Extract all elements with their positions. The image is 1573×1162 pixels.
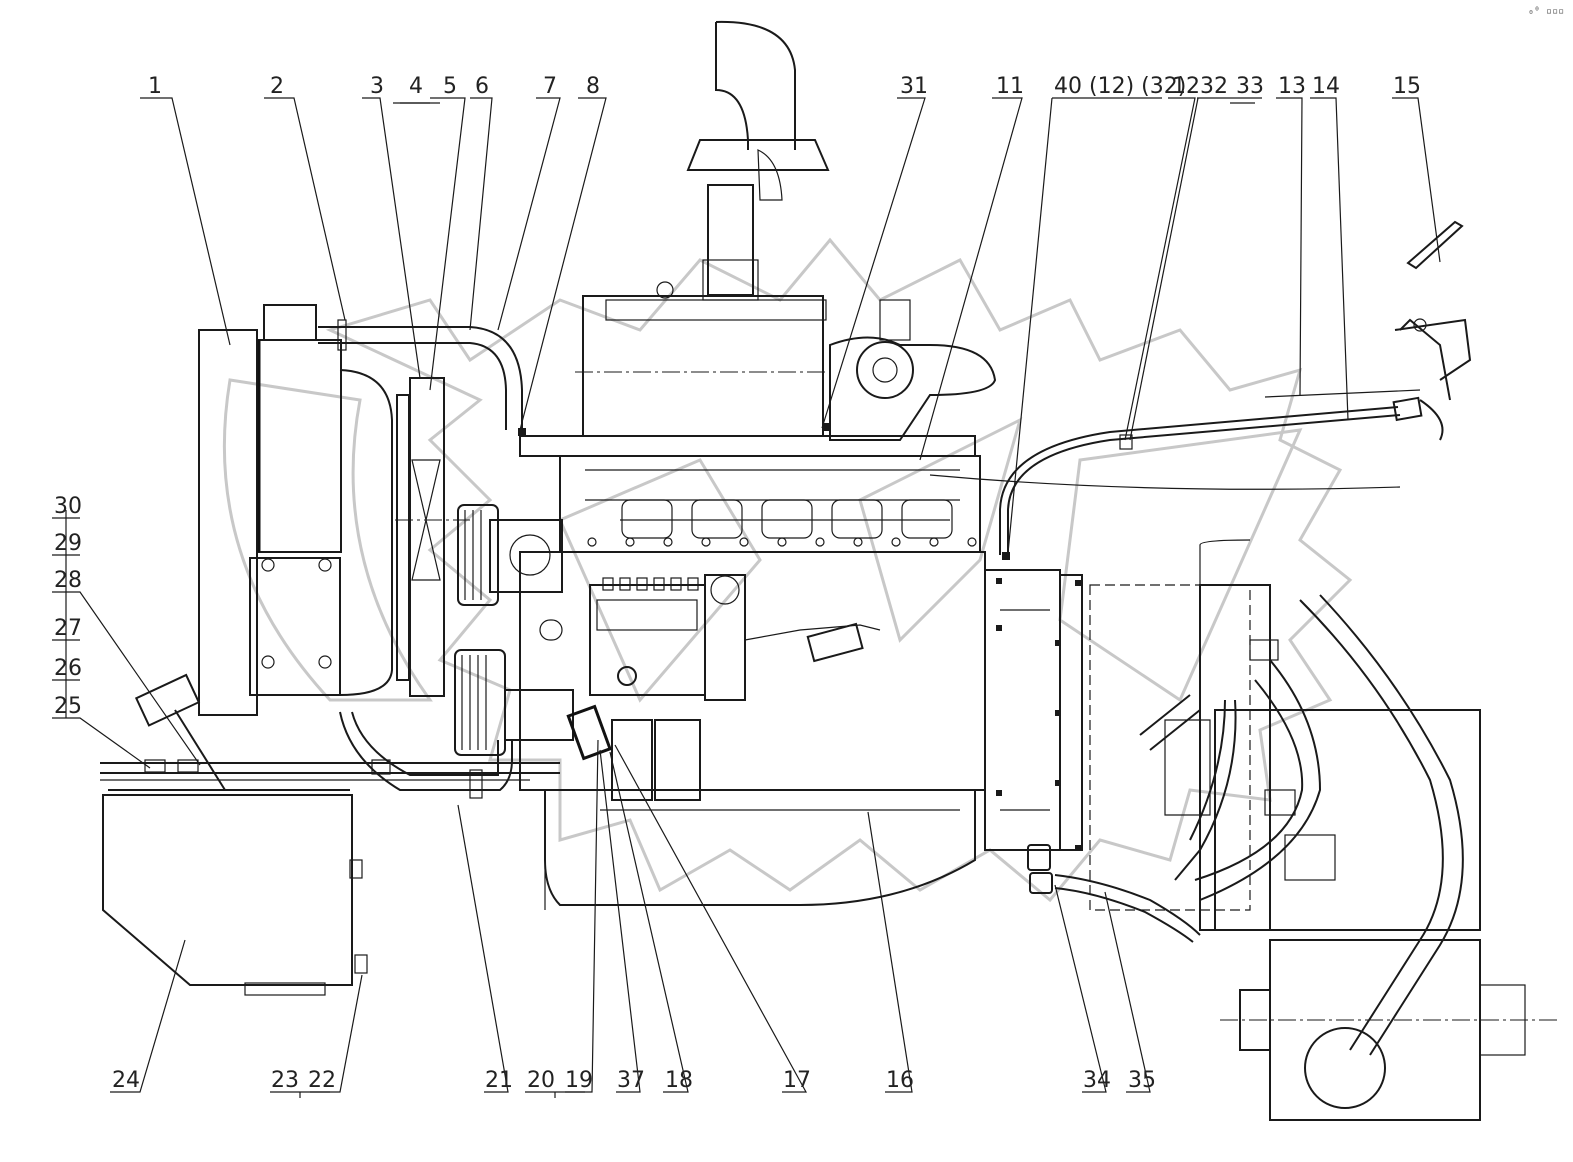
callout-17: 17 bbox=[783, 1068, 811, 1093]
pipe-clamp bbox=[337, 319, 347, 351]
callout-21: 21 bbox=[485, 1068, 513, 1093]
callout-31: 31 bbox=[900, 74, 928, 99]
callout-8: 8 bbox=[586, 74, 600, 99]
upper-water-pipe bbox=[318, 326, 523, 430]
leader-lines bbox=[52, 97, 1441, 1098]
callout-15: 15 bbox=[1393, 74, 1421, 99]
callout-28: 28 bbox=[54, 568, 82, 593]
bolt bbox=[518, 428, 526, 436]
bolt bbox=[1002, 552, 1010, 560]
callout-20: 20 bbox=[527, 1068, 555, 1093]
turbocharger bbox=[829, 299, 997, 441]
callout-26: 26 bbox=[54, 656, 82, 681]
callout-13: 13 bbox=[1278, 74, 1306, 99]
callout-35: 35 bbox=[1128, 1068, 1156, 1093]
fuel-filters bbox=[566, 704, 701, 801]
fuel-tank bbox=[102, 673, 391, 996]
callout-2: 2 bbox=[270, 74, 284, 99]
callout-6: 6 bbox=[475, 74, 489, 99]
callout-40-12-32: 40 (12) (32) bbox=[1054, 74, 1186, 99]
callout-29: 29 bbox=[54, 531, 82, 556]
crank-pulleys bbox=[454, 504, 574, 756]
bolt bbox=[822, 423, 830, 431]
callout-34: 34 bbox=[1083, 1068, 1111, 1093]
callout-labels: 1 2 3 4 5 6 7 8 31 11 40 (12) (32) 12 32… bbox=[54, 74, 1421, 1093]
callout-5: 5 bbox=[443, 74, 457, 99]
corner-mark: ₀⁰ ▫▫▫ bbox=[1528, 6, 1564, 17]
callout-19: 19 bbox=[565, 1068, 593, 1093]
air-cleaner bbox=[575, 281, 830, 437]
callout-25: 25 bbox=[54, 694, 82, 719]
injection-pump bbox=[539, 574, 881, 701]
cylinder-head bbox=[519, 435, 981, 553]
shift-cables bbox=[1139, 594, 1464, 1056]
flywheel-housing bbox=[984, 569, 1083, 851]
air-intake-stack bbox=[686, 20, 830, 301]
callout-30: 30 bbox=[54, 494, 82, 519]
callout-14: 14 bbox=[1312, 74, 1340, 99]
frame-rails bbox=[100, 762, 560, 781]
callout-7: 7 bbox=[543, 74, 557, 99]
callout-32: 32 bbox=[1200, 74, 1228, 99]
callout-37: 37 bbox=[617, 1068, 645, 1093]
callout-33: 33 bbox=[1236, 74, 1264, 99]
callout-27: 27 bbox=[54, 616, 82, 641]
lower-water-pipe bbox=[339, 711, 513, 791]
callout-23: 23 bbox=[271, 1068, 299, 1093]
callout-1: 1 bbox=[148, 74, 162, 99]
pipe-clamp bbox=[469, 769, 483, 799]
callout-12: 12 bbox=[1172, 74, 1200, 99]
radiator bbox=[198, 304, 393, 716]
callout-4: 4 bbox=[409, 74, 423, 99]
callout-11: 11 bbox=[996, 74, 1024, 99]
callout-16: 16 bbox=[886, 1068, 914, 1093]
hose-35 bbox=[1027, 844, 1201, 943]
callout-24: 24 bbox=[112, 1068, 140, 1093]
callout-3: 3 bbox=[370, 74, 384, 99]
throttle-linkage bbox=[929, 220, 1472, 555]
callout-18: 18 bbox=[665, 1068, 693, 1093]
watermark bbox=[222, 237, 1353, 903]
callout-22: 22 bbox=[308, 1068, 336, 1093]
